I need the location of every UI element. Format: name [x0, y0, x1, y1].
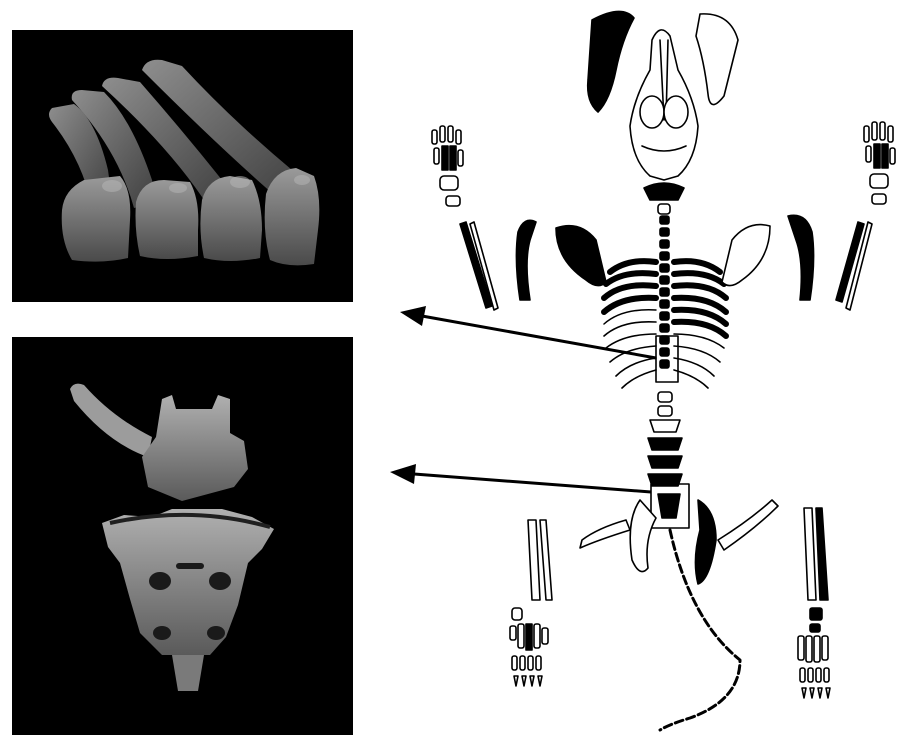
arrow-sacral — [390, 464, 651, 492]
scapula-left — [556, 226, 606, 286]
hand-right — [864, 122, 895, 204]
scapula-right — [722, 225, 770, 286]
vertebra-body — [265, 168, 320, 265]
forearm-left — [460, 222, 498, 310]
sacrum-photo — [12, 337, 353, 735]
sacrum-tip — [172, 655, 204, 691]
skeleton-diagram — [360, 0, 902, 735]
sacral-vertebra-lower — [102, 509, 274, 655]
skull — [630, 30, 698, 180]
lower-leg-left — [528, 520, 552, 600]
femur-right — [718, 500, 778, 550]
sacral-vertebra-upper — [142, 395, 248, 501]
foot-left — [510, 608, 548, 686]
hand-left — [432, 126, 463, 206]
transverse-process — [70, 384, 152, 457]
mandible-right — [696, 14, 738, 105]
vertebra-body — [136, 180, 199, 259]
pelvis-right — [695, 500, 716, 584]
pelvis-left — [630, 500, 656, 572]
arrow-thoracic — [400, 306, 656, 358]
vertebra-body — [200, 176, 262, 261]
humerus-right — [788, 215, 814, 300]
ribs-left — [604, 261, 656, 388]
femur-left — [580, 520, 630, 548]
forearm-right — [836, 222, 872, 310]
sacrum-bone — [658, 494, 680, 518]
cervical-vertebrae — [644, 183, 684, 224]
thoracic-vertebrae — [660, 228, 669, 368]
lumbar-vertebrae — [648, 392, 682, 486]
ribs-right — [674, 261, 726, 388]
humerus-left — [516, 220, 536, 300]
thoracic-vertebrae-photo — [12, 30, 353, 302]
lower-leg-right — [804, 508, 828, 600]
mandible-left — [588, 11, 634, 112]
foot-right — [798, 608, 830, 698]
